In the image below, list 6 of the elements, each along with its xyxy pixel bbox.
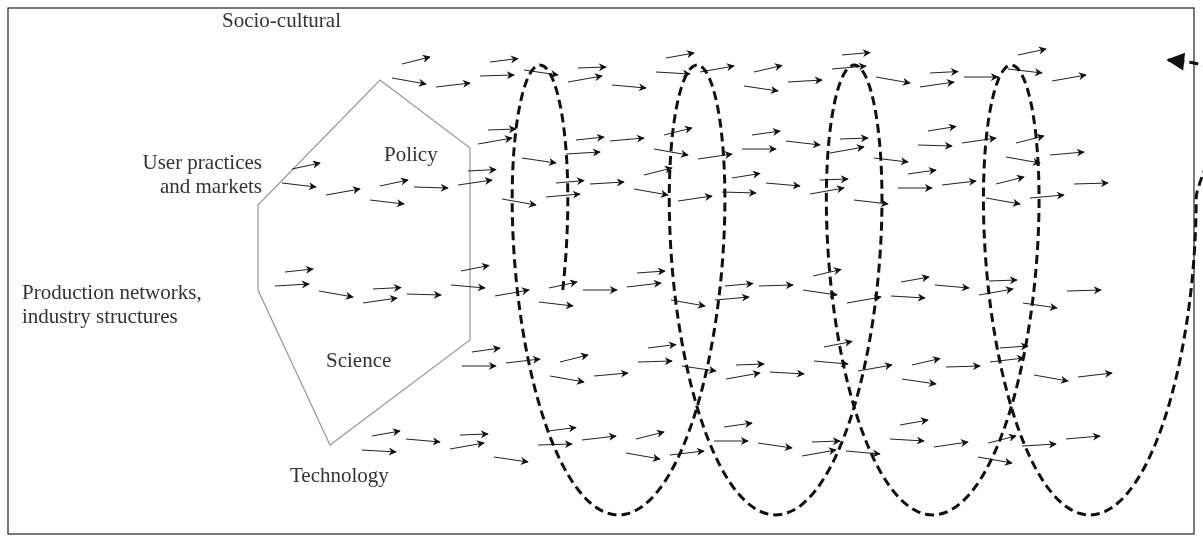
axis-label: Socio-cultural [222,8,342,32]
axis-label: Technology [290,463,390,487]
axis-label: Policy [384,142,439,166]
axis-label: Production networks, industry structures [22,280,203,328]
axis-label: User practices and markets [141,150,262,198]
axis-label: Science [326,348,393,372]
